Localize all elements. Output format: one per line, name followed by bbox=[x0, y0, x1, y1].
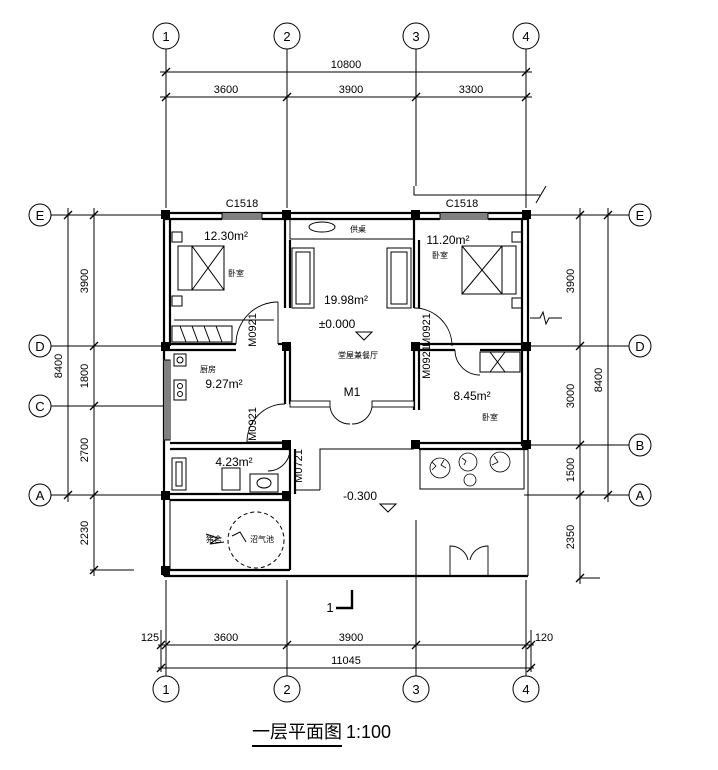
biogas-pit bbox=[227, 511, 285, 569]
room-area-bedroom-ne: 11.20m² bbox=[426, 233, 469, 247]
door-label-m1: M1 bbox=[344, 385, 361, 399]
dim-bottom-right-offset: 120 bbox=[535, 632, 553, 644]
axis-1-top: 1 bbox=[162, 29, 169, 44]
planter-shrubs bbox=[429, 451, 511, 487]
room-label-biogas: 沼气池 bbox=[250, 534, 274, 544]
axis-labels: 1 2 3 4 1 2 3 4 E D C A E D B A bbox=[35, 29, 644, 697]
axis-c-left: C bbox=[35, 399, 44, 414]
room-area-living: 19.98m² bbox=[324, 293, 368, 307]
room-label-pig: 猪舍 bbox=[206, 534, 222, 544]
axis-a-left: A bbox=[36, 488, 45, 503]
room-area-bedroom-nw: 12.30m² bbox=[204, 229, 248, 243]
dim-right-seg-1: 3900 bbox=[565, 269, 577, 293]
axis-3-bottom: 3 bbox=[412, 682, 419, 697]
room-area-bedroom-small: 8.45m² bbox=[453, 389, 490, 403]
door-label-m0921-nw: M0921 bbox=[247, 313, 259, 347]
room-labels: 12.30m² 卧室 11.20m² 卧室 供桌 19.98m² ±0.000 … bbox=[200, 224, 498, 615]
dim-left-seg-4: 2230 bbox=[79, 521, 91, 545]
window-label-left: C1518 bbox=[226, 198, 258, 210]
dim-top-total: 10800 bbox=[331, 59, 362, 71]
yard-level: -0.300 bbox=[343, 489, 377, 503]
door-swings bbox=[235, 301, 489, 576]
window-c1518-left bbox=[221, 212, 263, 220]
room-label-kitchen: 厨房 bbox=[200, 364, 216, 374]
axis-4-top: 4 bbox=[522, 29, 529, 44]
dim-top-seg-3: 3300 bbox=[459, 84, 483, 96]
room-label-living: 堂屋兼餐厅 bbox=[338, 350, 378, 360]
dim-right-seg-3: 1500 bbox=[565, 458, 577, 482]
room-label-bedroom-nw: 卧室 bbox=[228, 268, 244, 278]
dim-left-seg-1: 3900 bbox=[79, 269, 91, 293]
axis-bubbles-top bbox=[152, 22, 540, 50]
dim-top-seg-2: 3900 bbox=[339, 84, 363, 96]
drawing-title: 一层平面图 1:100 bbox=[252, 722, 391, 747]
window-label-right: C1518 bbox=[446, 198, 478, 210]
kitchen-fixtures bbox=[173, 353, 187, 401]
drawing-title-scale: 1:100 bbox=[346, 722, 392, 742]
window-door-labels: C1518 C1518 M0921 M0921 M0921 M0921 M072… bbox=[226, 198, 478, 483]
drawing-title-main: 一层平面图 bbox=[252, 722, 342, 747]
axis-3-top: 3 bbox=[412, 29, 419, 44]
axis-d-right: D bbox=[635, 339, 644, 354]
room-area-bath: 4.23m² bbox=[215, 455, 252, 469]
axis-2-bottom: 2 bbox=[283, 682, 290, 697]
axis-a-right: A bbox=[636, 488, 645, 503]
bed-nw bbox=[171, 231, 274, 343]
axis-e-right: E bbox=[636, 208, 645, 223]
axis-bubbles-left bbox=[28, 203, 52, 507]
room-label-bedroom-small: 卧室 bbox=[482, 412, 498, 422]
room-area-kitchen: 9.27m² bbox=[205, 377, 242, 391]
section-mark-label: 1 bbox=[326, 600, 333, 615]
dim-right-seg-2: 3000 bbox=[565, 384, 577, 408]
axis-2-top: 2 bbox=[283, 29, 290, 44]
room-level-living: ±0.000 bbox=[319, 317, 356, 331]
dim-bottom-left-offset: 125 bbox=[141, 632, 159, 644]
room-label-altar: 供桌 bbox=[350, 224, 366, 234]
dim-right-total: 8400 bbox=[593, 368, 605, 392]
axis-4-bottom: 4 bbox=[522, 682, 529, 697]
window-c1518-right bbox=[439, 212, 489, 220]
columns bbox=[161, 210, 531, 575]
dim-top-seg-1: 3600 bbox=[214, 84, 238, 96]
door-label-m0921-kitchen: M0921 bbox=[247, 407, 259, 441]
room-label-bedroom-ne: 卧室 bbox=[432, 250, 448, 260]
bed-ne bbox=[461, 231, 523, 309]
door-label-m0921-small: M0921 bbox=[421, 345, 433, 379]
pig-icon bbox=[205, 531, 247, 545]
axis-bubbles-right bbox=[628, 203, 652, 507]
axis-b-right: B bbox=[636, 438, 645, 453]
dim-bottom-seg-2: 3900 bbox=[339, 632, 363, 644]
dim-bottom-seg-1: 3600 bbox=[214, 632, 238, 644]
axis-e-left: E bbox=[36, 208, 45, 223]
bed-small bbox=[479, 351, 521, 373]
door-label-m0921-ne: M0921 bbox=[421, 313, 433, 347]
axis-1-bottom: 1 bbox=[162, 682, 169, 697]
door-label-m0721: M0721 bbox=[293, 449, 305, 483]
furniture-living bbox=[289, 218, 415, 341]
dim-bottom-total: 11045 bbox=[331, 655, 361, 667]
dimension-labels: 10800 3600 3900 3300 3600 3900 11045 125… bbox=[53, 59, 605, 667]
dim-left-seg-2: 1800 bbox=[79, 364, 91, 388]
bath-fixtures bbox=[171, 457, 279, 493]
axis-bubbles-bottom bbox=[152, 675, 540, 703]
planter bbox=[419, 448, 525, 490]
axis-d-left: D bbox=[35, 339, 44, 354]
dim-left-total: 8400 bbox=[53, 354, 65, 378]
dim-right-seg-4: 2350 bbox=[565, 525, 577, 549]
dim-left-seg-3: 2700 bbox=[79, 438, 91, 462]
